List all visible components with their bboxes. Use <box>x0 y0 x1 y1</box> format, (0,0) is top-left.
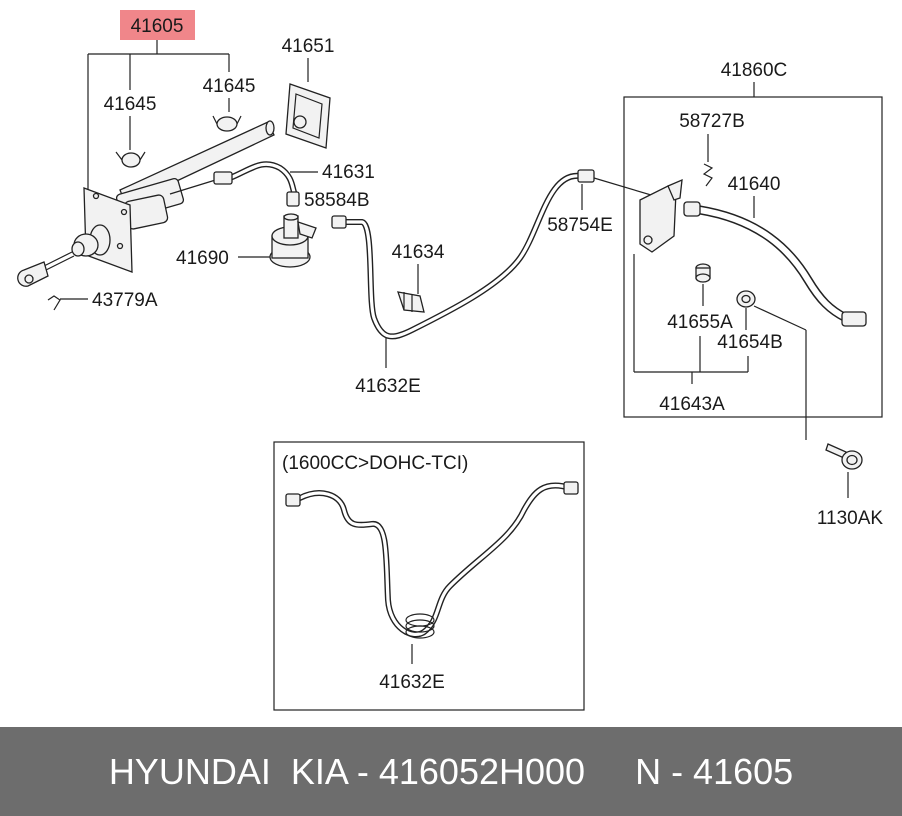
inset-label-41632E[interactable]: 41632E <box>379 672 445 693</box>
clip-58727B <box>702 163 714 187</box>
clamp-41645-right <box>212 115 242 132</box>
clip-41634 <box>397 291 425 313</box>
pipe-41631 <box>213 161 297 195</box>
gasket-41651 <box>285 83 331 149</box>
label-41640[interactable]: 41640 <box>728 174 781 195</box>
bolt-1130AK <box>825 443 863 470</box>
inset-tube-41632E <box>285 481 579 639</box>
label-43779A[interactable]: 43779A <box>92 290 158 311</box>
label-41634[interactable]: 41634 <box>392 242 445 263</box>
label-41655A[interactable]: 41655A <box>667 312 733 333</box>
fitting-58584B <box>286 191 300 207</box>
label-41645-right[interactable]: 41645 <box>203 76 256 97</box>
grommet-41654B <box>736 290 756 308</box>
label-41643A[interactable]: 41643A <box>659 394 725 415</box>
label-41605[interactable]: 41605 <box>131 16 184 37</box>
leader-41605 <box>87 40 230 192</box>
clamp-41645-left <box>115 151 146 168</box>
label-58754E[interactable]: 58754E <box>547 215 613 236</box>
footer-bar: HYUNDAI KIA - 416052H000 N - 41605 <box>0 727 902 816</box>
bracket-41643A <box>639 178 683 253</box>
inset-title: (1600CC>DOHC-TCI) <box>282 453 468 474</box>
label-41651[interactable]: 41651 <box>282 36 335 57</box>
hose-41640 <box>683 201 867 327</box>
label-58727B[interactable]: 58727B <box>679 111 745 132</box>
clutch-hydraulic-diagram: 41605 41645 41645 <box>17 10 884 711</box>
highlight-badge[interactable] <box>120 10 195 40</box>
label-41631[interactable]: 41631 <box>322 162 375 183</box>
footer-text: HYUNDAI KIA - 416052H000 N - 41605 <box>108 750 794 792</box>
reservoir-41690 <box>269 213 317 268</box>
inset-box <box>273 441 585 711</box>
label-1130AK[interactable]: 1130AK <box>817 508 884 529</box>
assembly-box-41860C <box>623 96 883 418</box>
label-41860C[interactable]: 41860C <box>721 60 788 81</box>
label-41654B[interactable]: 41654B <box>717 332 783 353</box>
label-41690[interactable]: 41690 <box>176 248 229 269</box>
label-41645-left[interactable]: 41645 <box>104 94 157 115</box>
tube-41632E <box>331 169 595 340</box>
label-41632E[interactable]: 41632E <box>355 376 421 397</box>
master-cylinder-41605 <box>17 120 275 287</box>
leader-41643A <box>633 254 749 384</box>
label-58584B[interactable]: 58584B <box>304 190 370 211</box>
bushing-41655A <box>695 263 711 283</box>
pin-43779A <box>47 295 88 311</box>
